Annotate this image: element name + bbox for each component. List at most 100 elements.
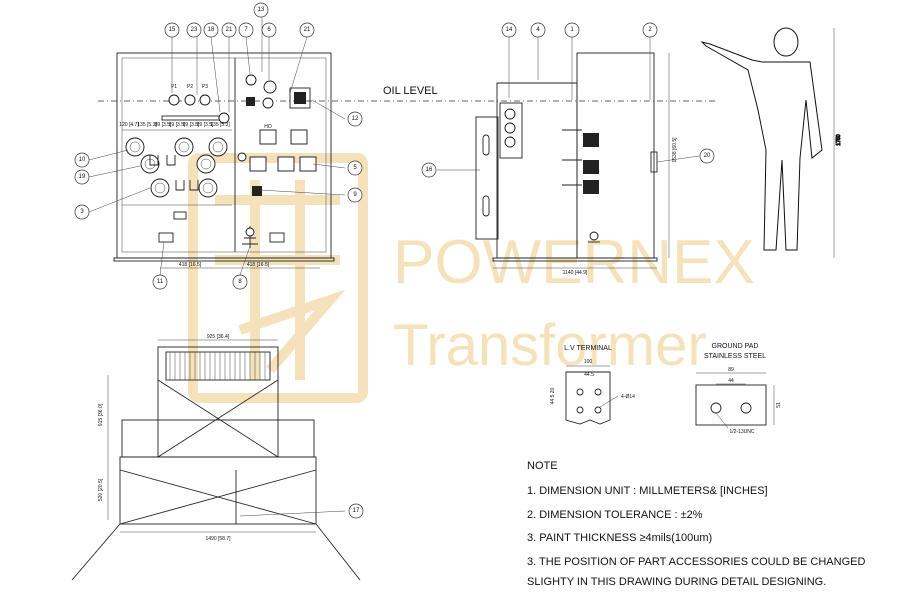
- note-item-5: SLIGHTY IN THIS DRAWING DURING DETAIL DE…: [527, 576, 826, 588]
- lv-compartment-devices: HO: [237, 74, 317, 248]
- top-view-width-dim: 925 [36.4]: [207, 334, 230, 340]
- svg-text:4: 4: [536, 27, 540, 33]
- callout-6: 6: [261, 22, 277, 38]
- note-item-1: 1. DIMENSION UNIT : MILLMETERS& [INCHES]: [527, 485, 768, 497]
- top-view-left-dim-1: 915 [36.0]: [98, 403, 104, 426]
- svg-text:7: 7: [244, 27, 248, 33]
- callout-9: 9: [347, 187, 363, 203]
- callout-7: 7: [238, 22, 254, 38]
- watermark: POWERNEX Transformer: [188, 153, 755, 403]
- callout-2: 2: [642, 22, 658, 38]
- dim-top-3: 89 [3.5]: [155, 122, 172, 128]
- callout-14: 14: [501, 22, 517, 38]
- callout-4: 4: [530, 22, 546, 38]
- hv-bushings-mid: [125, 137, 285, 243]
- lv-dim-inner: 44.5: [584, 372, 594, 378]
- callout-16: 16: [421, 162, 437, 178]
- lv-terminal-plate: [565, 371, 611, 425]
- lv-dim-width: 100: [584, 359, 593, 365]
- side-height-dim: 1538 [60.5]: [672, 137, 678, 163]
- side-door-hinge: [475, 116, 499, 240]
- dim-top-1: 120 [4.7]: [119, 122, 139, 128]
- top-view-pad: [119, 456, 317, 525]
- svg-text:3: 3: [80, 209, 84, 215]
- front-leaders: [88, 17, 346, 276]
- callout-11: 11: [152, 274, 168, 290]
- bushing-p3: [199, 94, 211, 106]
- ground-pad-title-1: GROUND PAD: [712, 343, 759, 350]
- svg-text:16: 16: [426, 167, 433, 173]
- gauge-18: [218, 112, 230, 124]
- svg-text:20: 20: [704, 153, 711, 159]
- note-item-3: 3. PAINT THICKNESS ≥4mils(100um): [527, 532, 712, 544]
- bushing-p1: [168, 94, 180, 106]
- ground-pad-dim-inner: 44: [728, 378, 734, 384]
- svg-text:14: 14: [506, 27, 513, 33]
- svg-text:5: 5: [353, 165, 357, 171]
- svg-text:13: 13: [258, 7, 265, 13]
- dim-top-2: 135 [5.3]: [137, 122, 157, 128]
- svg-text:18: 18: [208, 27, 215, 33]
- ground-pad-detail: GROUND PAD STAINLESS STEEL 89 44 51 1/2-…: [695, 343, 782, 435]
- front-view: P1 P2 P3: [88, 17, 346, 276]
- lv-terminal-title: L.V TERMINAL: [564, 345, 612, 352]
- svg-text:17: 17: [353, 508, 360, 514]
- bushing-bar: [161, 115, 223, 121]
- callout-23: 23: [186, 22, 202, 38]
- drain-valve: [245, 227, 255, 237]
- top-view-bottom-dim: 1490 [58.7]: [205, 536, 231, 542]
- note-item-2: 2. DIMENSION TOLERANCE : ±2%: [527, 509, 703, 521]
- figure-head: [773, 27, 799, 57]
- svg-text:11: 11: [157, 279, 164, 285]
- svg-text:10: 10: [79, 157, 86, 163]
- svg-text:2: 2: [648, 27, 652, 33]
- callout-8: 8: [232, 274, 248, 290]
- dim-bottom-right: 418 [16.5]: [247, 262, 270, 268]
- svg-text:8: 8: [238, 279, 242, 285]
- lv-terminal-detail: L.V TERMINAL 100 44.5 44.5 20 4-Ø14: [550, 345, 635, 425]
- lv-dim-left: 44.5 20: [550, 387, 556, 404]
- watermark-line-1: POWERNEX: [393, 228, 755, 297]
- svg-text:15: 15: [169, 27, 176, 33]
- top-view-radiator: [165, 351, 271, 381]
- svg-text:21: 21: [226, 27, 233, 33]
- callout-19: 19: [74, 169, 90, 185]
- side-leaders: [437, 37, 700, 171]
- ho-label: HO: [264, 124, 272, 130]
- lv-hole-label: 4-Ø14: [621, 394, 635, 400]
- callout-5: 5: [347, 160, 363, 176]
- svg-text:19: 19: [79, 174, 86, 180]
- side-base: [492, 257, 658, 262]
- top-view: 925 [36.4] 1490 [58.7] 915 [36.0] 520 [2…: [71, 334, 361, 581]
- callout-1: 1: [564, 22, 580, 38]
- side-width-dim: 1140 [44.9]: [563, 270, 588, 276]
- dim-top-7: 135 [5.3]: [210, 122, 230, 128]
- callout-10: 10: [74, 152, 90, 168]
- note-item-4: 3. THE POSITION OF PART ACCESSORIES COUL…: [527, 556, 865, 568]
- notes-block: NOTE 1. DIMENSION UNIT : MILLMETERS& [IN…: [527, 460, 865, 588]
- oil-level-label: OIL LEVEL: [383, 85, 438, 97]
- callout-18: 18: [203, 22, 219, 38]
- control-box-12: [289, 87, 311, 109]
- human-figure: 1750: [700, 27, 843, 258]
- dim-top-4: 89 [3.5]: [169, 122, 186, 128]
- ground-pad-plate: [695, 384, 767, 426]
- dim-bottom-left: 418 [16.5]: [179, 262, 202, 268]
- callout-21a: 21: [221, 22, 237, 38]
- svg-text:9: 9: [353, 192, 357, 198]
- callout-17: 17: [348, 503, 364, 519]
- human-height-dim: 1750: [836, 134, 842, 145]
- svg-text:12: 12: [352, 116, 359, 122]
- callout-13: 13: [253, 2, 269, 18]
- bushing-label-p3: P3: [202, 84, 208, 90]
- dim-top-5: 89 [3.5]: [183, 122, 200, 128]
- notes-title: NOTE: [527, 460, 558, 472]
- watermark-line-2: Transformer: [393, 313, 707, 378]
- ground-pad-dim-width: 89: [728, 367, 734, 373]
- svg-text:21: 21: [304, 27, 311, 33]
- dim-top-6: 89 [3.5]: [197, 122, 214, 128]
- svg-text:23: 23: [191, 27, 198, 33]
- callout-21b: 21: [299, 22, 315, 38]
- callout-3: 3: [74, 204, 90, 220]
